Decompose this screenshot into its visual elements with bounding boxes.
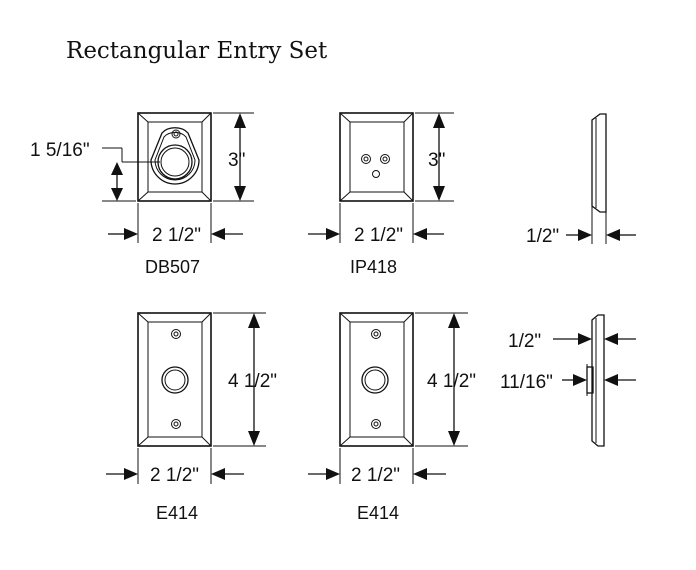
db507-model-label: DB507 bbox=[145, 257, 200, 277]
e414-left-width-label: 2 1/2" bbox=[150, 465, 199, 486]
db507-circle-label: 1 5/16" bbox=[30, 140, 90, 161]
db507-plate bbox=[137, 112, 212, 202]
db507-height-dimension bbox=[213, 112, 254, 202]
e414-middle-model-label: E414 bbox=[357, 503, 399, 523]
side-bottom-depth2-label: 11/16" bbox=[500, 372, 553, 393]
db507-height-label: 3" bbox=[228, 150, 245, 171]
side-view-top bbox=[591, 113, 607, 244]
e414-left-height-dimension bbox=[213, 312, 266, 447]
db507-circle-dimension bbox=[102, 147, 160, 202]
ip418-model-label: IP418 bbox=[350, 257, 397, 277]
ip418-plate bbox=[339, 112, 414, 202]
page-title: Rectangular Entry Set bbox=[66, 38, 328, 64]
ip418-width-label: 2 1/2" bbox=[354, 225, 403, 246]
ip418-height-label: 3" bbox=[428, 150, 445, 171]
e414-middle-height-label: 4 1/2" bbox=[427, 371, 476, 392]
side-top-depth-dimension bbox=[566, 229, 636, 241]
e414-left-width-dimension bbox=[106, 448, 244, 484]
db507-width-label: 2 1/2" bbox=[152, 225, 201, 246]
side-view-bottom bbox=[586, 314, 605, 447]
side-bottom-depth1-label: 1/2" bbox=[508, 331, 541, 352]
e414-left-plate bbox=[137, 312, 212, 447]
e414-middle-plate bbox=[339, 312, 414, 447]
e414-left-height-label: 4 1/2" bbox=[228, 371, 277, 392]
side-bottom-depth2-dimension bbox=[562, 374, 636, 386]
e414-middle-width-label: 2 1/2" bbox=[351, 465, 400, 486]
db507-width-dimension bbox=[108, 203, 243, 243]
ip418-height-dimension bbox=[415, 112, 454, 202]
side-bottom-depth1-dimension bbox=[553, 333, 636, 345]
ip418-width-dimension bbox=[308, 203, 444, 243]
e414-left-model-label: E414 bbox=[156, 503, 198, 523]
e414-middle-height-dimension bbox=[415, 312, 468, 447]
e414-middle-width-dimension bbox=[308, 448, 446, 484]
side-top-depth-label: 1/2" bbox=[526, 226, 559, 247]
